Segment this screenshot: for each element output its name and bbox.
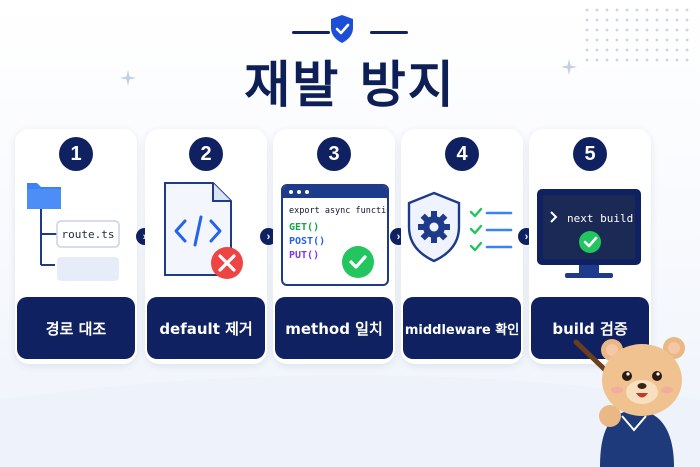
page-title: 재발 방지 — [244, 56, 456, 114]
step-label: 경로 대조 — [17, 297, 135, 359]
step-label: default 제거 — [147, 297, 265, 359]
code-file-icon — [164, 182, 232, 276]
terminal-text: next build — [567, 212, 634, 225]
step-illustration: export async function GET() POST() PUT() — [273, 179, 395, 289]
method-post: POST() — [289, 236, 326, 247]
step-illustration: next build — [529, 179, 651, 289]
check-icon — [342, 246, 374, 278]
step-illustration — [401, 179, 523, 289]
step-card-5: 5 next build build 검증 — [529, 129, 651, 364]
step-number: 1 — [59, 137, 93, 171]
checklist-icon — [469, 207, 513, 252]
title-line-left — [292, 31, 330, 34]
file-name-label: route.ts — [61, 227, 115, 241]
step-card-1: 1 route.ts 경로 대조 — [15, 129, 137, 364]
step-label: middleware 확인 — [403, 297, 521, 359]
step-card-2: 2 default 제거 — [145, 129, 267, 364]
bear-mascot-illustration — [573, 337, 685, 467]
monitor-icon — [537, 189, 641, 278]
folder-icon — [27, 183, 61, 209]
shield-check-icon — [331, 15, 353, 43]
method-get: GET() — [289, 222, 320, 233]
error-x-icon — [211, 247, 243, 279]
sparkle-left-decoration — [120, 70, 136, 86]
method-put: PUT() — [289, 250, 320, 261]
shield-gear-icon — [407, 191, 461, 263]
dot-grid-decoration — [585, 8, 689, 62]
step-illustration: route.ts — [15, 179, 137, 289]
step-card-3: 3 export async function GET() POST() PUT… — [273, 129, 395, 364]
step-card-4: 4 — [401, 129, 523, 364]
step-number: 2 — [189, 137, 223, 171]
step-number: 3 — [317, 137, 351, 171]
title-line-right — [370, 31, 408, 34]
code-header: export async function — [289, 206, 389, 216]
background-wave-decoration — [0, 375, 700, 467]
chevron-right-icon: › — [260, 228, 277, 245]
sparkle-right-decoration — [561, 59, 577, 75]
step-number: 5 — [573, 137, 607, 171]
step-illustration — [145, 179, 267, 289]
step-label: method 일치 — [275, 297, 393, 359]
step-number: 4 — [445, 137, 479, 171]
